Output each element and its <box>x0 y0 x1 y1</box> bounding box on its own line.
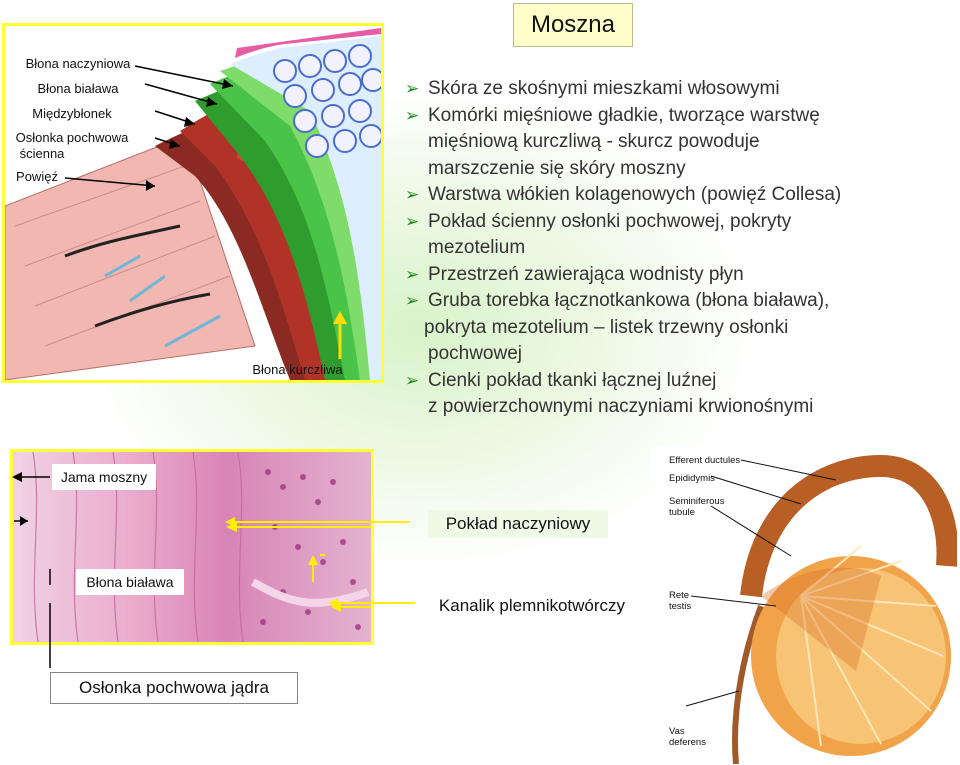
histology-image <box>13 452 371 642</box>
bullet-continuation: pochwowej <box>428 343 522 364</box>
bullet-continuation: mezotelium <box>428 237 526 258</box>
label-efferent-ductules: Efferent ductules <box>669 455 741 466</box>
label-rete-2: testis <box>669 601 692 612</box>
bullet-item: ➢Gruba torebka łącznotkankowa (błona bia… <box>405 288 955 315</box>
arrow-bullet-icon: ➢ <box>405 105 420 125</box>
label-rete-1: Rete <box>669 590 690 601</box>
arrow-bullet-icon: ➢ <box>405 185 420 204</box>
testis-illustration <box>685 454 957 764</box>
scrotum-layers-figure: Błona naczyniowa Błona biaława Międzybło… <box>2 23 384 383</box>
label-seminiferous-1: Seminiferous <box>669 496 725 507</box>
arrow-bullet-icon: ➢ <box>405 370 420 390</box>
page-title: Moszna <box>513 3 633 47</box>
label-oslonka-line2: ścienna <box>19 146 65 161</box>
arrow-bullet-icon: ➢ <box>405 211 420 231</box>
bullet-continuation: z powierzchownymi naczyniami krwionośnym… <box>428 396 814 417</box>
bullet-item: ➢Komórki mięśniowe gładkie, tworzące war… <box>405 103 955 130</box>
bullet-item: ➢Cienki pokład tkanki łącznej luźnej <box>405 368 955 395</box>
label-vas-1: Vas <box>669 726 685 737</box>
bullet-continuation: pokryta mezotelium – listek trzewny osło… <box>424 316 789 338</box>
label-vas-2: deferens <box>669 737 706 748</box>
arrow-bullet-icon: ➢ <box>405 264 420 284</box>
bullet-continuation: marszczenie się skóry moszny <box>428 157 686 179</box>
label-blona-bialawa-histo: Błona biaława <box>76 569 184 595</box>
label-poklad-naczyniowy: Pokład naczyniowy <box>428 510 608 538</box>
arrow-bullet-icon: ➢ <box>405 79 420 98</box>
label-blona-naczyniowa: Błona naczyniowa <box>25 56 131 71</box>
label-blona-kurczliwa: Błona kurczliwa <box>252 362 343 377</box>
bullet-item: ➢Warstwa włókien kolagenowych (powięź Co… <box>405 182 955 209</box>
label-miedzyblonek: Międzybłonek <box>32 106 112 121</box>
label-blona-bialawa: Błona biaława <box>37 81 119 96</box>
testis-diagram: Efferent ductules Epididymis Seminiferou… <box>651 446 957 764</box>
bullet-list: ➢Skóra ze skośnymi mieszkami włosowymi ➢… <box>405 76 955 421</box>
bullet-item: ➢Pokład ścienny osłonki pochwowej, pokry… <box>405 209 955 236</box>
bullet-item: ➢Skóra ze skośnymi mieszkami włosowymi <box>405 76 955 103</box>
arrow-bullet-icon: ➢ <box>405 291 420 310</box>
label-epididymis: Epididymis <box>669 473 715 484</box>
label-seminiferous-2: tubule <box>669 507 695 518</box>
label-oslonka-line1: Osłonka pochwowa <box>15 130 129 145</box>
label-oslonka-pochwowa-jadra: Osłonka pochwowa jądra <box>50 672 298 704</box>
label-jama-moszny: Jama moszny <box>52 464 156 490</box>
scrotum-layers-illustration <box>5 28 381 380</box>
label-powiez: Powięź <box>16 169 58 184</box>
bullet-item: ➢Przestrzeń zawierająca wodnisty płyn <box>405 262 955 289</box>
label-kanalik-plemnikotworczy: Kanalik plemnikotwórczy <box>418 592 646 620</box>
bullet-continuation: mięśniową kurczliwą - skurcz powoduje <box>428 131 760 152</box>
